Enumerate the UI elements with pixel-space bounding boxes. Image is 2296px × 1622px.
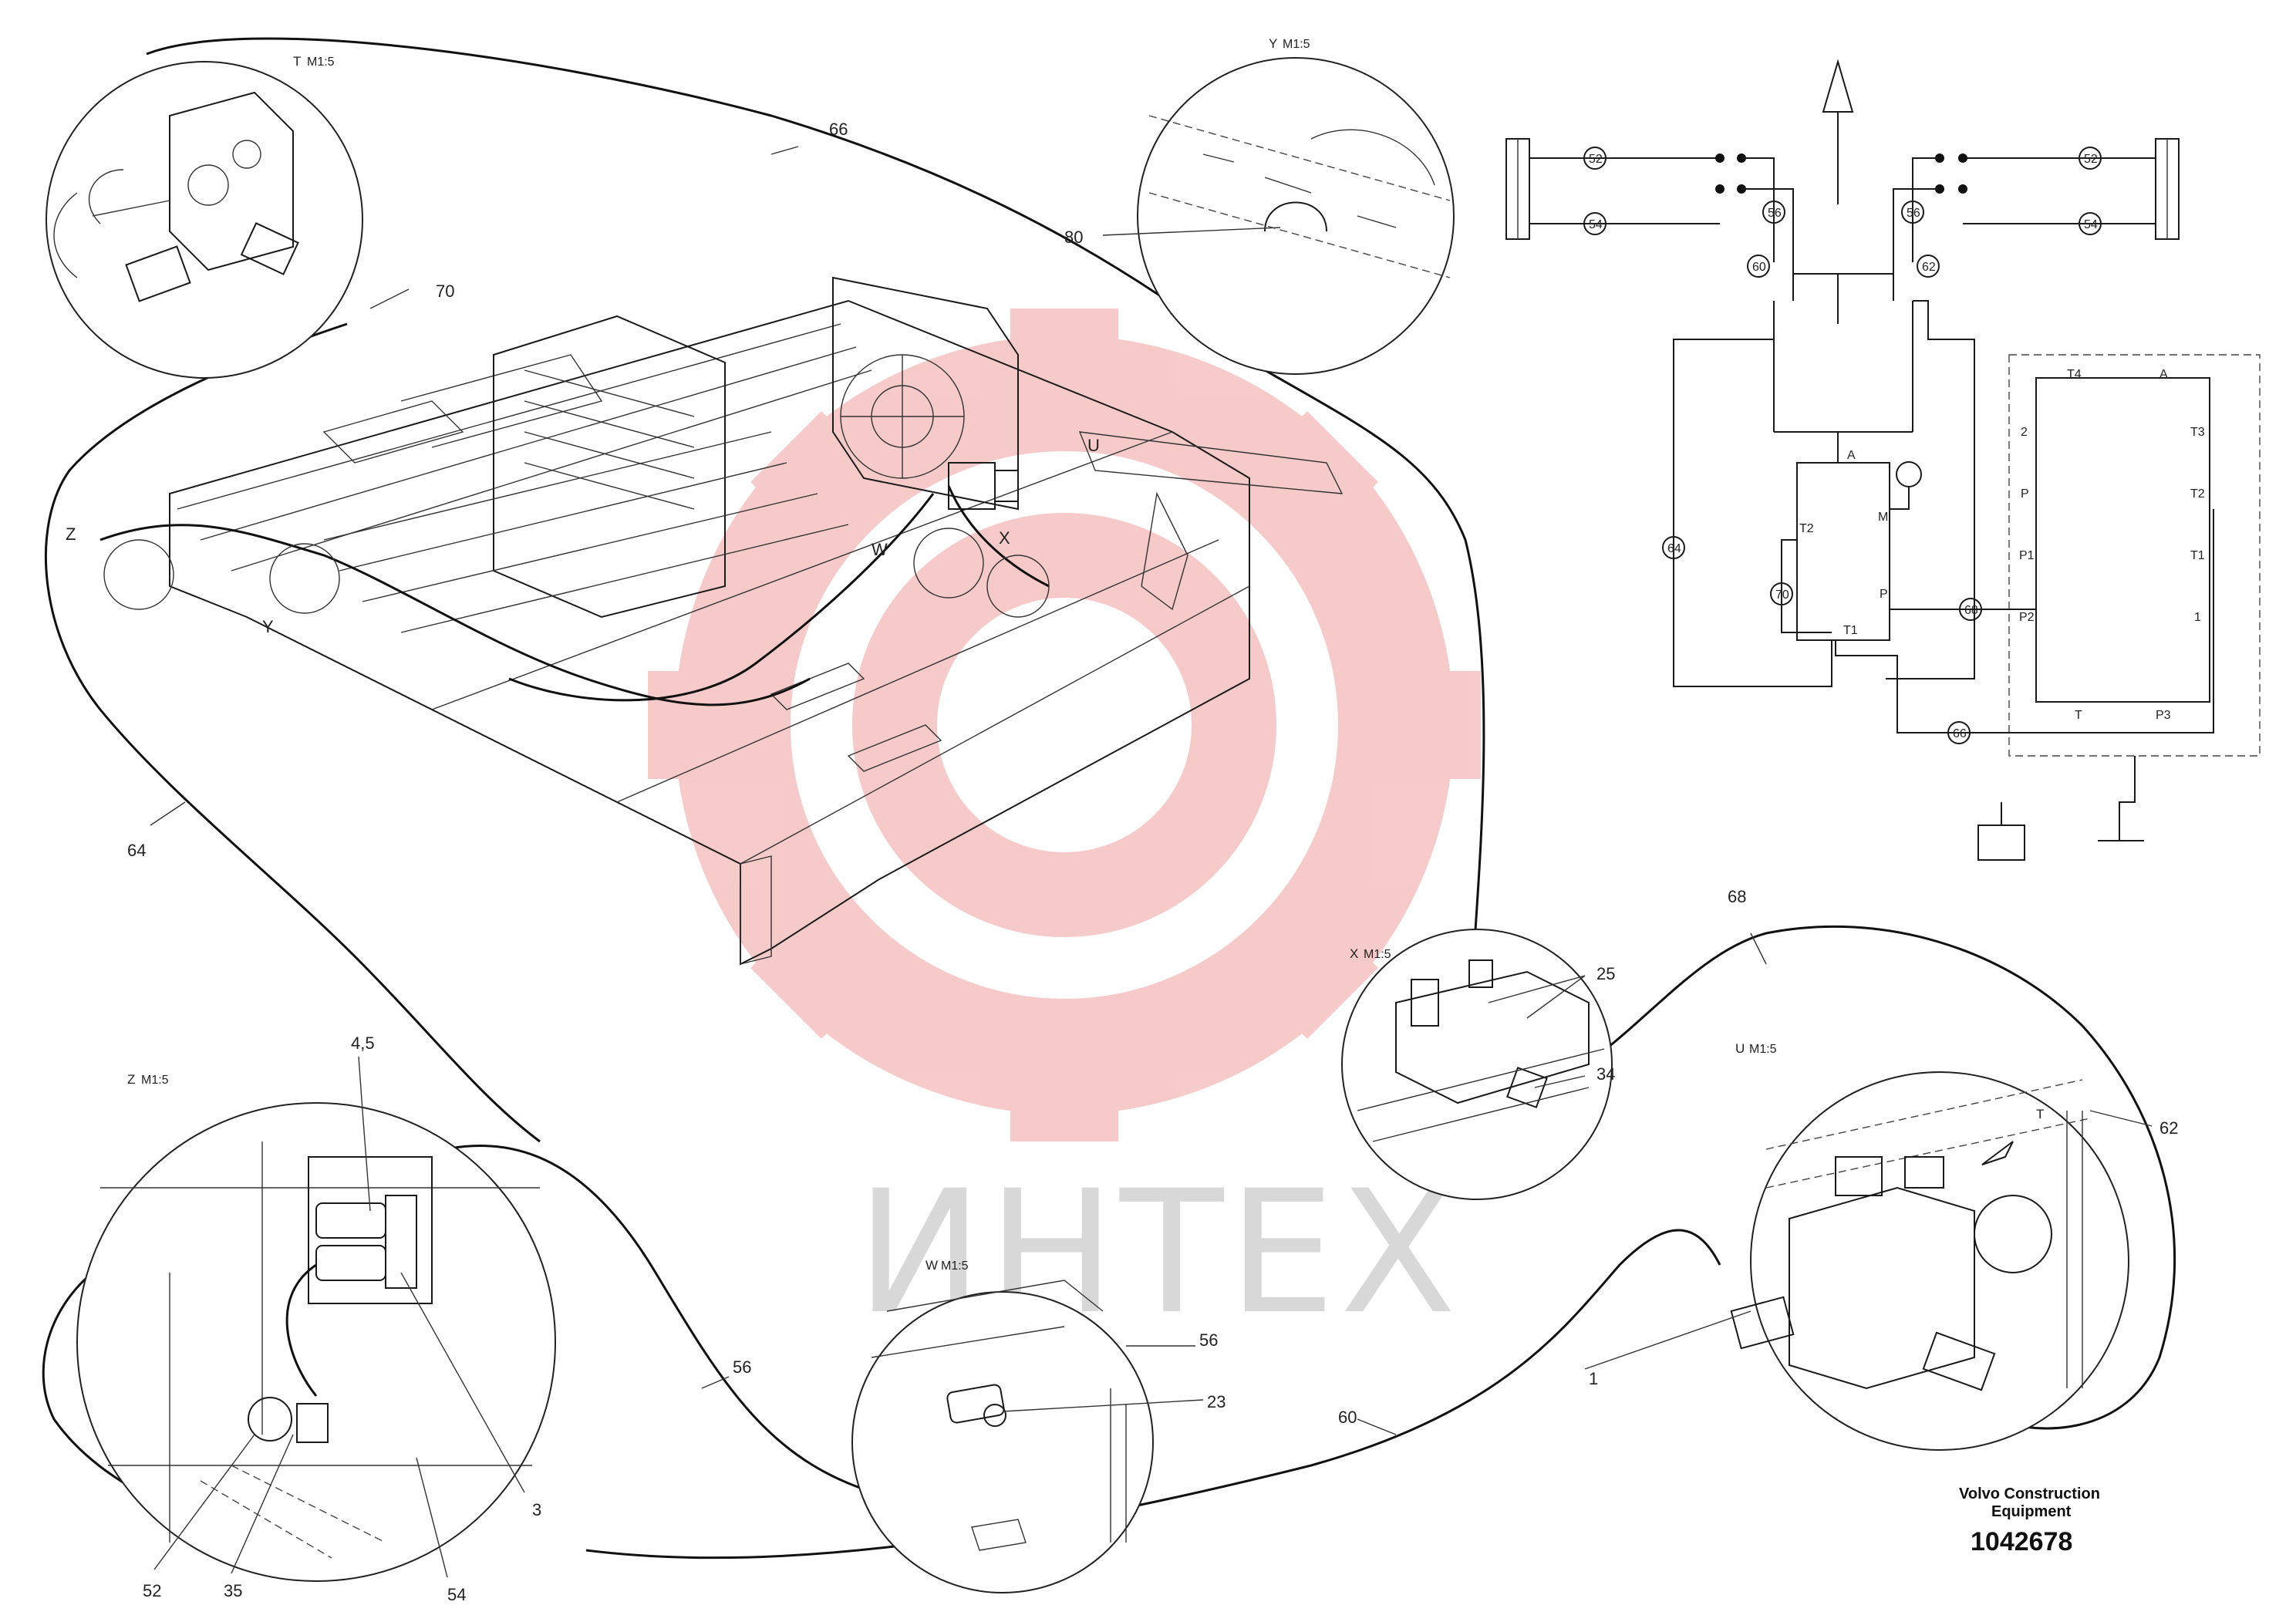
- callout-35: 35: [224, 1581, 242, 1600]
- detail-x: [1341, 929, 1613, 1200]
- schem-tag-64: 64: [1667, 542, 1681, 555]
- frame-letter-w: W: [872, 540, 888, 559]
- callout-34: 34: [1596, 1064, 1615, 1084]
- hose-70: [45, 322, 541, 1143]
- callout-4-5: 4,5: [351, 1034, 375, 1053]
- schem-tag-62: 62: [1922, 261, 1936, 274]
- callout-25: 25: [1596, 964, 1615, 983]
- detail-u-scale: M1:5: [1749, 1043, 1777, 1056]
- block-port-1: 1: [2194, 611, 2201, 624]
- callout-52: 52: [143, 1581, 161, 1600]
- callout-60: 60: [1338, 1408, 1357, 1427]
- schem-tag-68: 68: [1964, 604, 1978, 617]
- block-port-t4: T4: [2067, 368, 2082, 381]
- frame-isometric-view: [99, 276, 1344, 966]
- detail-z: [76, 1102, 556, 1582]
- detail-t-scale: M1:5: [307, 56, 335, 69]
- detail-x-scale: M1:5: [1364, 948, 1391, 961]
- detail-u-arrow-label: T: [2036, 1107, 2044, 1121]
- schem-tag-52-left: 52: [1589, 153, 1603, 166]
- schem-tag-56-left: 56: [1768, 207, 1782, 220]
- block-port-t1: T1: [2190, 549, 2205, 562]
- frame-letter-z: Z: [66, 524, 76, 544]
- valve-port-a: A: [1847, 449, 1856, 462]
- detail-t-title: T: [293, 54, 301, 69]
- watermark-gear: [648, 309, 1481, 1141]
- detail-y: [1137, 57, 1455, 375]
- detail-w-scale: M1:5: [941, 1259, 969, 1273]
- callout-68: 68: [1728, 887, 1746, 906]
- detail-w-title: W: [925, 1258, 938, 1273]
- callout-66: 66: [829, 120, 848, 139]
- callout-64: 64: [127, 841, 146, 860]
- frame-letter-y: Y: [262, 617, 274, 636]
- schem-tag-56-right: 56: [1907, 207, 1920, 220]
- callout-62: 62: [2159, 1118, 2178, 1138]
- part-number: 1042678: [1971, 1527, 2072, 1556]
- valve-port-t2: T2: [1799, 522, 1814, 535]
- leader-lines: [150, 146, 2153, 1578]
- schem-tag-54-right: 54: [2084, 218, 2098, 231]
- schem-tag-70: 70: [1775, 588, 1789, 602]
- detail-z-scale: M1:5: [141, 1074, 169, 1087]
- schem-tag-54-left: 54: [1589, 218, 1603, 231]
- detail-w: [851, 1280, 1154, 1593]
- callout-56-route: 56: [733, 1357, 751, 1377]
- valve-port-m: M: [1878, 511, 1888, 524]
- valve-port-t1: T1: [1843, 624, 1858, 637]
- detail-u: [1730, 1071, 2129, 1451]
- schem-tag-66: 66: [1953, 727, 1967, 740]
- block-port-t: T: [2075, 709, 2082, 722]
- detail-y-scale: M1:5: [1283, 38, 1310, 51]
- title-block-line1: Volvo Construction: [1959, 1485, 2100, 1502]
- detail-u-title: U: [1735, 1041, 1745, 1056]
- block-port-p3: P3: [2156, 709, 2171, 722]
- block-port-p2: P2: [2019, 611, 2035, 624]
- block-port-t3: T3: [2190, 426, 2205, 439]
- block-port-a: A: [2159, 368, 2168, 381]
- schem-tag-60: 60: [1752, 261, 1766, 274]
- hydraulic-schematic: [1505, 59, 2261, 861]
- block-port-p1: P1: [2019, 549, 2035, 562]
- hose-60: [585, 1229, 1721, 1560]
- detail-z-title: Z: [127, 1072, 135, 1087]
- callout-1: 1: [1589, 1369, 1598, 1388]
- callout-23: 23: [1207, 1392, 1226, 1411]
- detail-t: [46, 61, 363, 379]
- callout-70: 70: [436, 282, 454, 301]
- block-port-2: 2: [2021, 426, 2028, 439]
- callout-80: 80: [1064, 228, 1083, 247]
- callout-54: 54: [447, 1585, 466, 1604]
- block-port-t2: T2: [2190, 487, 2205, 501]
- block-port-p: P: [2021, 487, 2029, 501]
- detail-x-title: X: [1350, 946, 1358, 961]
- schem-tag-52-right: 52: [2084, 153, 2098, 166]
- callout-56-detail: 56: [1199, 1330, 1218, 1350]
- title-block-line2: Equipment: [1991, 1503, 2072, 1520]
- valve-port-p: P: [1880, 588, 1888, 601]
- hose-68: [1526, 925, 2176, 1430]
- callout-3: 3: [532, 1500, 541, 1519]
- frame-letter-x: X: [999, 528, 1010, 548]
- detail-y-title: Y: [1269, 36, 1277, 51]
- frame-letter-u: U: [1087, 436, 1100, 455]
